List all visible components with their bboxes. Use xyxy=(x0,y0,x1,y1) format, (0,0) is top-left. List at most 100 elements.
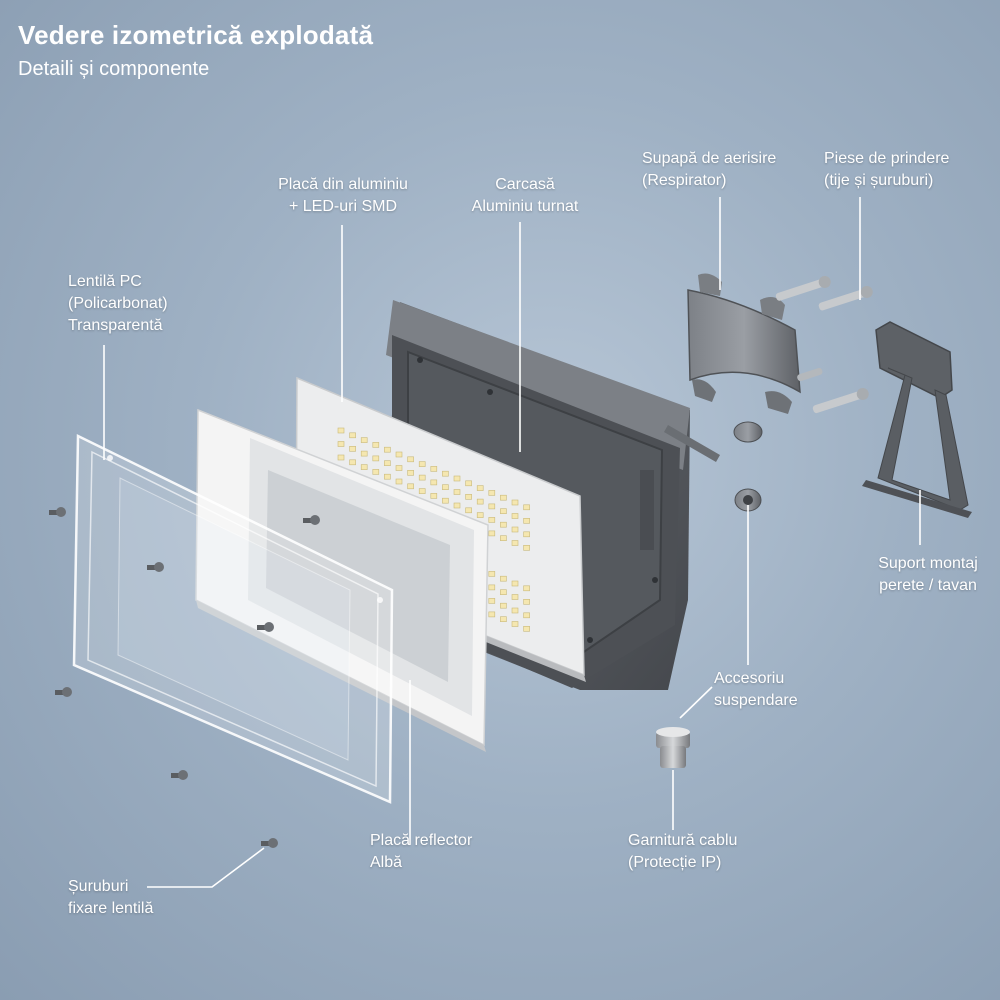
smd-led xyxy=(500,494,507,501)
smd-led xyxy=(488,490,496,496)
smd-led xyxy=(407,456,414,463)
smd-led xyxy=(395,478,403,485)
smd-led xyxy=(384,473,391,480)
smd-led xyxy=(465,480,472,487)
smd-led xyxy=(500,616,507,623)
smd-led xyxy=(349,432,356,439)
smd-led xyxy=(488,571,496,577)
smd-led xyxy=(523,531,530,538)
screw-icon xyxy=(49,507,66,517)
mounting-bracket xyxy=(862,321,972,518)
smd-led xyxy=(418,461,426,467)
smd-led xyxy=(337,427,345,434)
leader-hanging-to-gland xyxy=(679,686,713,719)
screw-icon xyxy=(171,770,188,780)
smd-led xyxy=(349,459,356,466)
cable-gland xyxy=(656,727,690,768)
screw-icon xyxy=(257,622,274,632)
smd-led xyxy=(442,497,449,504)
smd-led xyxy=(500,521,507,528)
pc-lens xyxy=(72,434,394,804)
smd-led xyxy=(418,474,426,481)
screw-icon xyxy=(303,515,320,525)
label-cable-gland: Garnitură cablu(Protecție IP) xyxy=(628,832,738,871)
smd-led xyxy=(511,580,519,587)
smd-led xyxy=(349,445,356,452)
smd-led xyxy=(395,465,403,471)
label-lens: Lentilă PC(Policarbonat)Transparentă xyxy=(68,273,168,334)
page-title: Vedere izometrică explodată xyxy=(18,20,374,50)
label-led-board: Placă din aluminiu+ LED-uri SMD xyxy=(278,176,408,215)
smd-led xyxy=(476,512,484,518)
smd-led xyxy=(430,493,438,499)
smd-led xyxy=(407,469,414,476)
smd-led xyxy=(523,544,530,551)
smd-led xyxy=(511,526,519,533)
smd-led xyxy=(372,469,380,475)
smd-led xyxy=(465,493,472,500)
smd-led xyxy=(453,489,461,495)
smd-led xyxy=(360,437,368,443)
smd-led xyxy=(453,502,461,509)
smd-led xyxy=(488,584,496,591)
smd-led xyxy=(360,464,368,470)
smd-led xyxy=(384,460,391,467)
smd-led xyxy=(523,598,530,605)
smd-led xyxy=(511,621,519,627)
smd-led xyxy=(372,455,380,462)
smd-led xyxy=(488,517,496,523)
smd-led xyxy=(430,466,438,472)
smd-led xyxy=(523,517,530,524)
lens-screws xyxy=(49,507,320,848)
smd-led xyxy=(523,625,530,632)
smd-led xyxy=(476,498,484,505)
smd-led xyxy=(488,503,496,510)
page-subtitle: Detaili și componente xyxy=(18,58,210,80)
smd-led xyxy=(360,450,368,457)
screw-icon xyxy=(261,838,278,848)
label-fasteners: Piese de prindere(tije și șuruburi) xyxy=(824,150,950,189)
smd-led xyxy=(384,446,391,453)
smd-led xyxy=(523,585,530,592)
smd-led xyxy=(500,508,507,515)
smd-led xyxy=(476,485,484,491)
vent-valve xyxy=(687,273,801,414)
smd-led xyxy=(453,475,461,482)
smd-led xyxy=(500,535,507,542)
smd-led xyxy=(500,602,507,609)
smd-led xyxy=(337,454,345,461)
smd-led xyxy=(523,612,530,619)
reflector-plate xyxy=(195,408,489,752)
smd-led xyxy=(442,470,449,477)
smd-led xyxy=(511,607,519,614)
smd-led xyxy=(488,598,496,604)
smd-led xyxy=(488,530,496,537)
smd-led xyxy=(407,483,414,490)
fastener-rods xyxy=(775,275,873,414)
screw-icon xyxy=(55,687,72,697)
smd-led xyxy=(337,441,345,447)
smd-led xyxy=(511,499,519,506)
screw-icon xyxy=(147,562,164,572)
smd-led xyxy=(500,575,507,582)
smd-led xyxy=(395,451,403,458)
hanging-accessory xyxy=(664,421,763,512)
label-vent-valve: Supapă de aerisire(Respirator) xyxy=(642,150,777,189)
smd-led xyxy=(511,594,519,600)
leader-lens-screws xyxy=(147,847,265,888)
smd-led xyxy=(430,479,438,486)
leader-lines xyxy=(103,197,921,888)
smd-led xyxy=(511,540,519,546)
smd-led xyxy=(465,507,472,514)
smd-led xyxy=(500,589,507,596)
smd-led xyxy=(523,504,530,511)
smd-led xyxy=(442,484,449,491)
smd-led xyxy=(418,488,426,494)
smd-led xyxy=(488,611,496,618)
